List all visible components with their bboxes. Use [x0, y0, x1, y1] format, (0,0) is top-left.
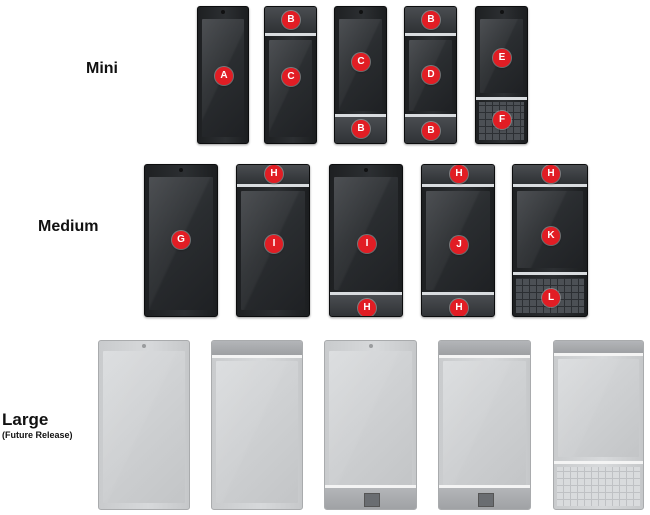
row-label-medium: Medium [38, 218, 99, 235]
module-marker: J [450, 236, 468, 254]
large-phone-1 [98, 340, 190, 510]
keyboard-module [557, 467, 640, 506]
module-marker: I [358, 235, 376, 253]
mini-phone-3: C B [334, 6, 387, 144]
camera-dot [364, 168, 368, 172]
module-marker: H [358, 299, 376, 316]
module-marker: K [542, 227, 560, 245]
medium-phone-3: I H [329, 164, 403, 317]
module-marker: H [450, 165, 468, 183]
module-marker: H [542, 165, 560, 183]
module-marker: H [450, 299, 468, 316]
module-marker: L [542, 289, 560, 307]
keyboard-module [516, 278, 584, 313]
module-marker: F [493, 111, 511, 129]
module-marker: B [282, 11, 300, 29]
module-marker: D [422, 66, 440, 84]
module-marker: B [422, 11, 440, 29]
mini-phone-1: A [197, 6, 249, 144]
module-marker: A [215, 67, 233, 85]
module-marker: E [493, 49, 511, 67]
row-label-mini: Mini [86, 60, 118, 77]
camera-dot [179, 168, 183, 172]
camera-dot [358, 10, 363, 14]
camera-dot [221, 10, 225, 14]
camera-dot [142, 344, 146, 348]
large-phone-3 [324, 340, 417, 510]
large-phone-2 [211, 340, 303, 510]
camera-dot [368, 344, 373, 348]
mini-phone-4: B D B [404, 6, 457, 144]
module-marker: B [422, 122, 440, 140]
module-marker: G [172, 231, 190, 249]
medium-phone-5: H K L [512, 164, 588, 317]
row-label-large: Large [2, 410, 49, 429]
connector-port [477, 493, 494, 507]
medium-phone-1: G [144, 164, 218, 317]
module-marker: C [282, 68, 300, 86]
medium-phone-4: H J H [421, 164, 495, 317]
mini-phone-2: B C [264, 6, 317, 144]
large-phone-4 [438, 340, 531, 510]
large-phone-5 [553, 340, 644, 510]
module-marker: I [265, 235, 283, 253]
module-marker: H [265, 165, 283, 183]
medium-phone-2: H I [236, 164, 310, 317]
connector-port [363, 493, 380, 507]
module-marker: B [352, 120, 370, 138]
module-marker: C [352, 53, 370, 71]
mini-phone-5: E F [475, 6, 528, 144]
row-label-large-note: (Future Release) [2, 430, 73, 440]
camera-dot [499, 10, 504, 14]
